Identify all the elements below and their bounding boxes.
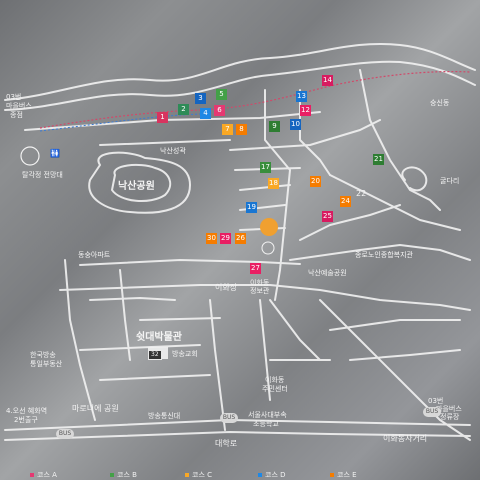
toilet-icon: 🚻 [50,149,60,158]
course-marker: 8 [236,124,247,135]
course-marker: 4 [200,108,211,119]
course-marker: 17 [260,162,271,173]
sinseol-label: 숭신동 [430,99,450,107]
bus-stop-left-2: 마을버스 [6,102,32,110]
ihwa-art-label-2: 정보관 [250,287,270,295]
legend-swatch [30,473,34,477]
course-marker: 5 [216,89,227,100]
jongno-label: 종로노인종합복지관 [355,251,413,259]
legend-swatch [110,473,114,477]
lookout-label: 탈각정 전망대 [22,171,63,179]
course-marker: 25 [322,211,333,222]
bus-stop-left-3: 종점 [10,111,23,119]
legend-course-a: 코스 A [30,470,57,480]
naksan-art-label: 낙산예술공원 [308,269,347,277]
course-marker: 1 [157,112,168,123]
school-label-1: 서울사대부속 [248,411,287,419]
legend-course-d: 코스 D [258,470,286,480]
course-marker: 14 [322,75,333,86]
school-label-2: 초등학교 [253,420,279,428]
banggong-label: 방송통신대 [148,412,181,420]
church-label-2: 주민센터 [262,385,288,393]
course-marker: 2 [178,104,189,115]
course-marker: 6 [214,105,225,116]
museum-number: 32 [148,350,162,360]
station-label-2: 2번출구 [14,416,38,424]
museum-label: 쉿대박물관 [136,332,182,343]
course-marker: 20 [310,176,321,187]
ihwajang-label: 이화장 [215,283,238,292]
dongsung-label: 동숭아파트 [78,251,111,259]
church-small-label: 방송교회 [172,350,198,358]
station-label-1: 4.오선 혜화역 [6,407,48,415]
guardo-label: 굴다리 [440,177,460,185]
hanguk-label-1: 한국방송 [30,351,56,359]
legend-course-c: 코스 C [185,470,212,480]
marronnier-label: 마로니에 공원 [72,404,119,413]
bus-stop-icon: BUS [56,429,74,439]
bus-stop-icon: BUS [423,407,441,417]
course-marker: 3 [195,93,206,104]
course-marker: 19 [246,202,257,213]
course-marker: 13 [296,91,307,102]
course-marker: 21 [373,154,384,165]
course-marker: 30 [206,233,217,244]
naksan-sung-label: 낙산성곽 [160,147,186,155]
ihwa-intersection-label: 이화동사거리 [383,434,428,443]
course-marker: 24 [340,196,351,207]
church-label-1: 이화동 [265,376,285,384]
bus-stop-right-2: 마을버스 [436,405,462,413]
legend-swatch [330,473,334,477]
course-marker: 12 [300,105,311,116]
course-marker: 10 [290,119,301,130]
legend-course-b: 코스 B [110,470,137,480]
bus-stop-left-1: 03번 [6,93,22,101]
zone-22-label: 22 [356,189,367,198]
daehakro-label: 대학로 [215,439,238,448]
naksan-park-label: 낙산공원 [118,181,155,192]
legend-swatch [258,473,262,477]
course-marker: 18 [268,178,279,189]
bus-stop-right-1: 03번 [428,397,444,405]
course-marker: 9 [269,121,280,132]
course-marker: 29 [220,233,231,244]
course-marker: 26 [235,233,246,244]
bus-stop-right-3: 정류장 [440,413,460,421]
bus-stop-icon: BUS [220,413,238,423]
ihwa-art-label-1: 이화동 [250,279,270,287]
legend-course-e: 코스 E [330,470,357,480]
legend-swatch [185,473,189,477]
course-marker: 7 [222,124,233,135]
hanguk-label-2: 통일부동산 [30,360,63,368]
course-marker: 27 [250,263,261,274]
